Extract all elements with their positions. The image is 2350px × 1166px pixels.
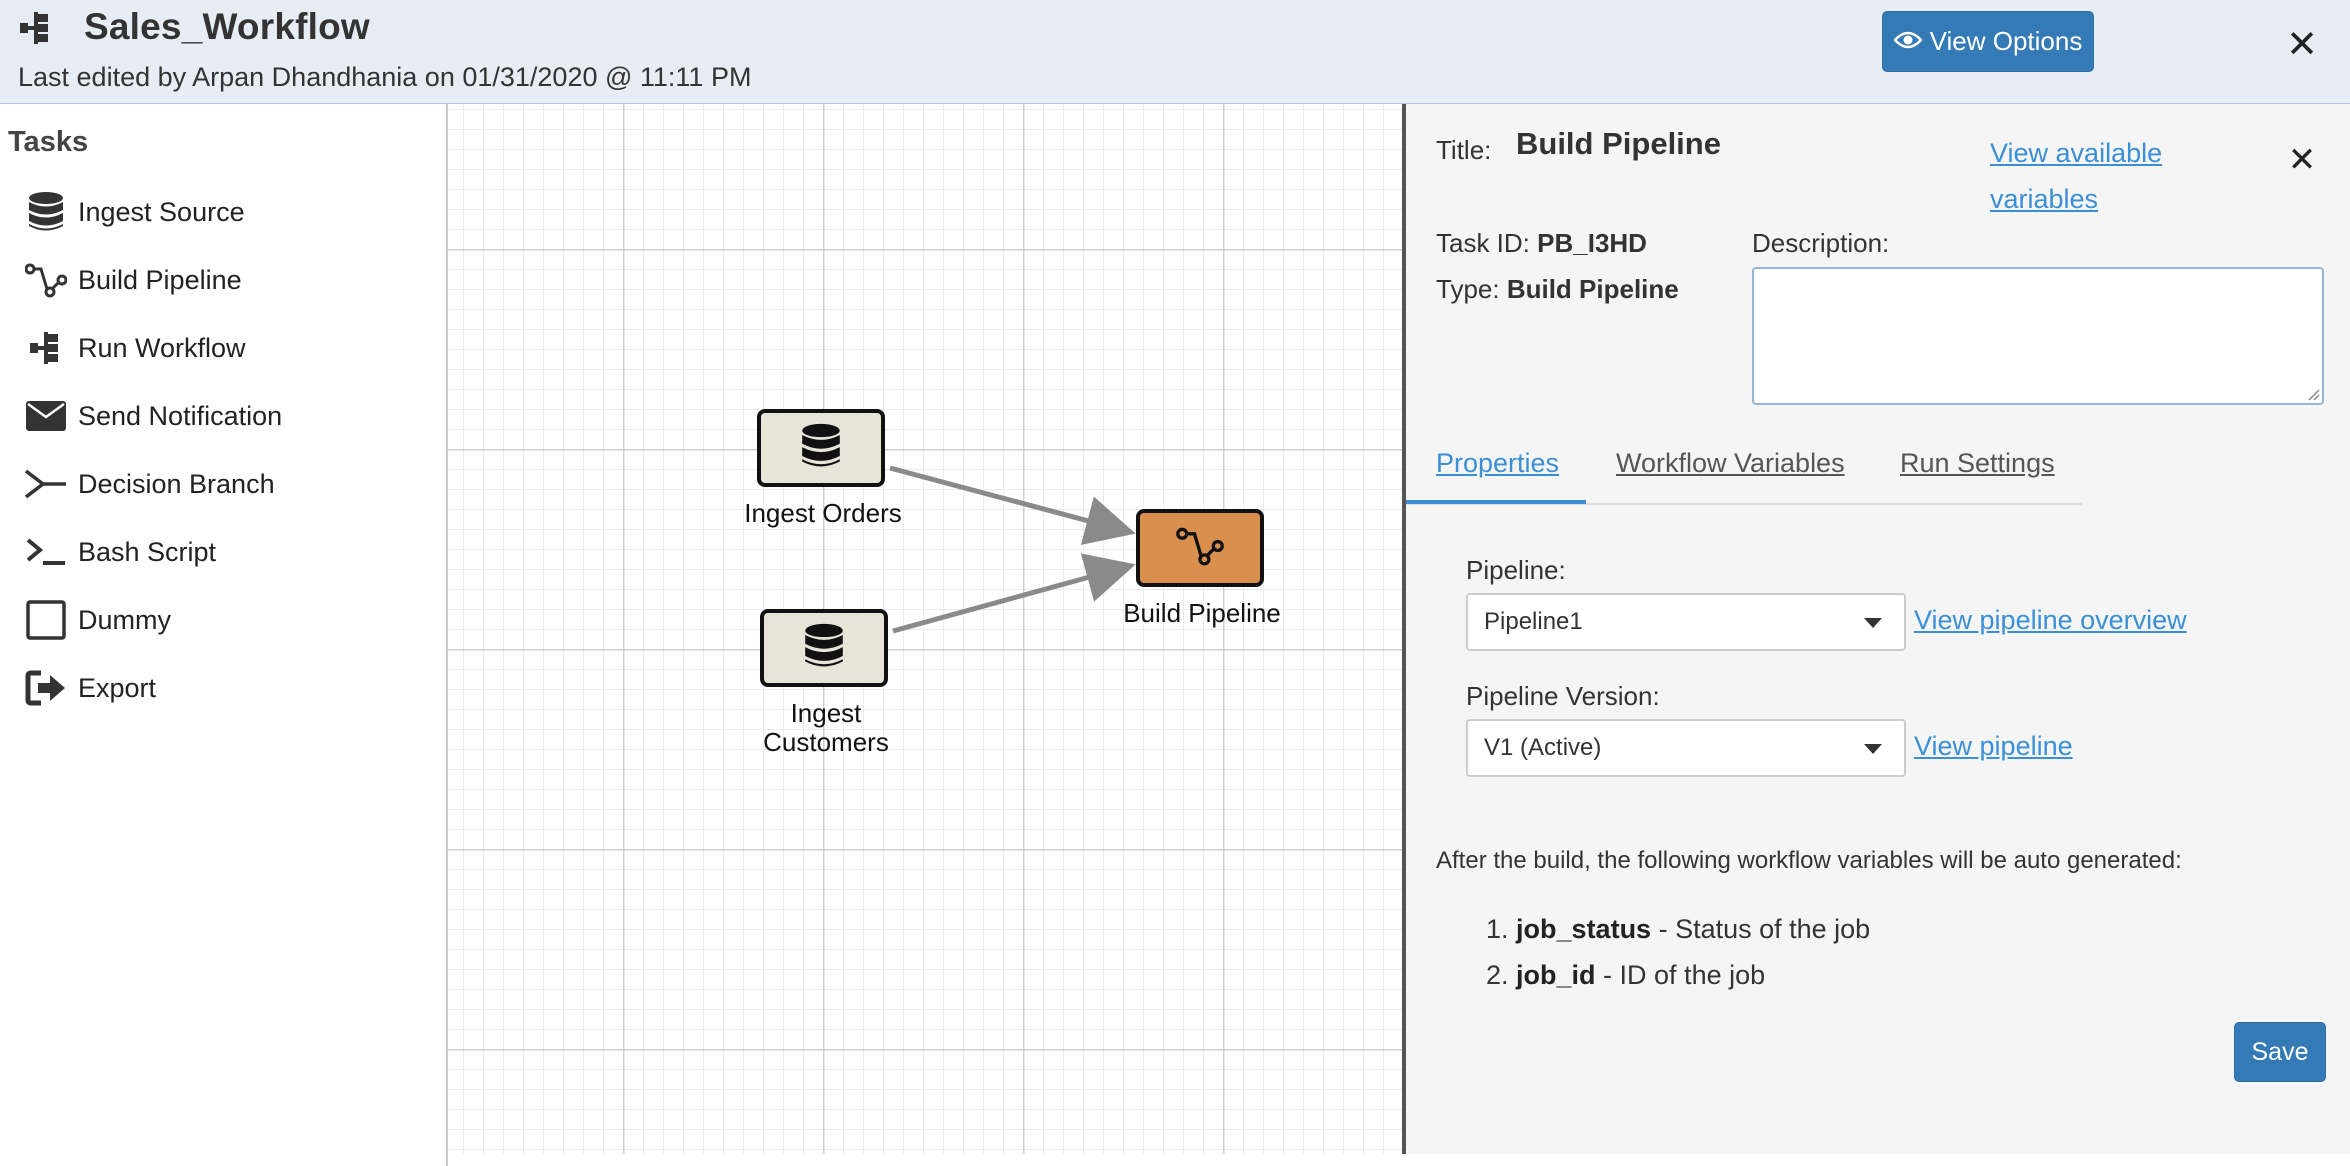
view-pipeline-overview-link[interactable]: View pipeline overview (1914, 605, 2187, 635)
envelope-icon (24, 394, 68, 438)
title-label: Title: (1436, 135, 1492, 165)
header-close-icon[interactable]: ✕ (2286, 24, 2318, 66)
database-icon (800, 422, 842, 475)
palette-item-label: Ingest Source (78, 196, 245, 227)
database-icon (803, 622, 845, 675)
chevron-down-icon (1864, 618, 1882, 628)
pipeline-version-label: Pipeline Version: (1466, 681, 1660, 711)
list-item: 1. job_status - Status of the job (1486, 914, 1870, 945)
node-ingest-orders[interactable] (757, 409, 885, 487)
pipeline-icon (24, 258, 68, 302)
node-label-ingest-customers: Ingest Customers (763, 698, 889, 757)
resize-handle-icon[interactable] (2304, 385, 2320, 401)
tab-run-settings[interactable]: Run Settings (1900, 448, 2055, 478)
palette-item-label: Export (78, 672, 157, 703)
terminal-icon (24, 530, 68, 574)
variable-name: job_status (1516, 914, 1652, 944)
task-id-label: Task ID: (1436, 228, 1538, 258)
pipeline-version-select[interactable]: V1 (Active) (1466, 719, 1906, 777)
task-type-value: Build Pipeline (1506, 274, 1679, 304)
node-build-pipeline[interactable] (1136, 509, 1264, 587)
palette-item-build-pipeline[interactable]: Build Pipeline (24, 255, 242, 305)
save-button[interactable]: Save (2234, 1022, 2326, 1082)
palette-item-label: Build Pipeline (78, 264, 242, 295)
node-label-build-pipeline: Build Pipeline (1123, 598, 1281, 628)
pipeline-icon (1176, 526, 1224, 571)
eye-icon (1892, 26, 1923, 57)
task-palette (0, 104, 448, 1166)
workflow-title: Sales_Workflow (84, 6, 370, 47)
palette-item-bash-script[interactable]: Bash Script (24, 527, 216, 577)
list-item: 2. job_id - ID of the job (1486, 960, 1765, 991)
palette-title: Tasks (8, 126, 89, 158)
tabs-divider (1406, 503, 2082, 505)
pipeline-select[interactable]: Pipeline1 (1466, 593, 1906, 651)
palette-item-label: Run Workflow (78, 332, 246, 363)
task-type-label: Type: (1436, 274, 1507, 304)
chevron-down-icon (1864, 744, 1882, 754)
palette-item-ingest-source[interactable]: Ingest Source (24, 187, 245, 237)
variable-desc: - Status of the job (1651, 914, 1871, 944)
active-tab-indicator (1406, 500, 1586, 504)
branch-icon (24, 462, 68, 506)
pipeline-label: Pipeline: (1466, 555, 1566, 585)
database-icon (24, 190, 68, 234)
view-options-label: View Options (1929, 26, 2083, 56)
task-title[interactable]: Build Pipeline (1516, 126, 1721, 161)
palette-item-dummy[interactable]: Dummy (24, 595, 171, 645)
view-pipeline-link[interactable]: View pipeline (1914, 731, 2073, 761)
description-textarea[interactable] (1752, 267, 2324, 405)
description-label: Description: (1752, 228, 1890, 258)
pipeline-select-value: Pipeline1 (1484, 608, 1583, 635)
palette-item-label: Bash Script (78, 536, 217, 567)
palette-item-decision-branch[interactable]: Decision Branch (24, 459, 275, 509)
view-available-variables-link[interactable]: View available variables (1990, 138, 2163, 214)
palette-item-export[interactable]: Export (24, 663, 156, 713)
variable-name: job_id (1516, 960, 1596, 990)
node-ingest-customers[interactable] (760, 609, 888, 687)
last-edited-text: Last edited by Arpan Dhandhania on 01/31… (18, 62, 752, 92)
node-label-ingest-orders: Ingest Orders (744, 498, 902, 528)
variable-desc: - ID of the job (1595, 960, 1766, 990)
panel-bottom-strip (1402, 1154, 2350, 1166)
palette-item-label: Dummy (78, 604, 171, 635)
task-type-row: Type: Build Pipeline (1436, 274, 1679, 305)
palette-item-label: Send Notification (78, 400, 283, 431)
task-id-row: Task ID: PB_I3HD (1436, 228, 1647, 259)
auto-generated-info-text: After the build, the following workflow … (1436, 847, 2182, 874)
export-icon (24, 666, 68, 710)
workflow-icon (24, 326, 68, 370)
panel-close-icon[interactable]: ✕ (2287, 141, 2317, 179)
workflow-icon (18, 10, 54, 46)
square-icon (24, 598, 68, 642)
list-number: 2. (1486, 960, 1509, 990)
list-number: 1. (1486, 914, 1509, 944)
palette-item-label: Decision Branch (78, 468, 275, 499)
palette-item-run-workflow[interactable]: Run Workflow (24, 323, 246, 373)
workflow-canvas[interactable] (448, 104, 1402, 1154)
tab-properties[interactable]: Properties (1436, 448, 1560, 478)
view-options-button[interactable]: View Options (1882, 11, 2094, 72)
palette-item-send-notification[interactable]: Send Notification (24, 391, 282, 441)
task-id-value: PB_I3HD (1537, 228, 1647, 258)
pipeline-version-value: V1 (Active) (1484, 734, 1602, 761)
tab-workflow-variables[interactable]: Workflow Variables (1616, 448, 1845, 478)
